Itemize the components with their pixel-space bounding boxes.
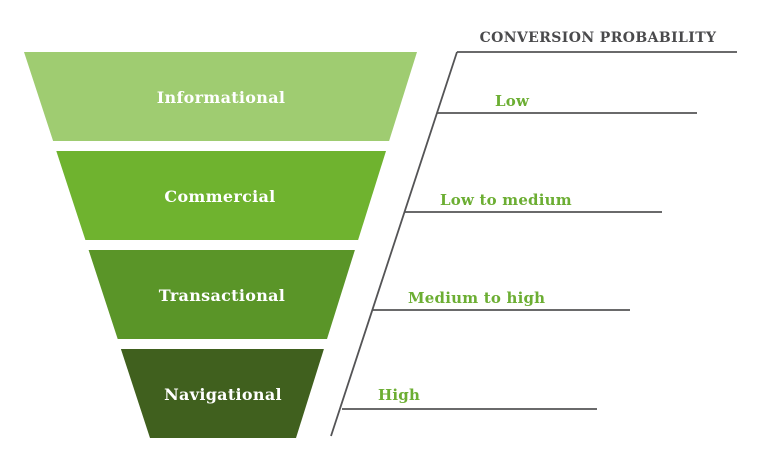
funnel-stage-informational	[24, 52, 417, 141]
probability-label-low-to-medium: Low to medium	[440, 191, 572, 209]
funnel-stages	[24, 52, 417, 438]
funnel-stage-commercial	[56, 151, 387, 240]
bracket-diagonal-line	[330, 51, 458, 437]
funnel-stage-labels: Informational Commercial Transactional N…	[157, 88, 286, 404]
stage-label-informational: Informational	[157, 88, 286, 107]
conversion-probability-title: CONVERSION PROBABILITY	[480, 30, 717, 46]
stage-label-transactional: Transactional	[159, 286, 285, 305]
funnel-stage-navigational	[120, 349, 324, 438]
probability-label-high: High	[378, 386, 420, 404]
probability-label-low: Low	[495, 92, 530, 110]
stage-label-commercial: Commercial	[164, 187, 275, 206]
probability-label-medium-to-high: Medium to high	[408, 289, 545, 307]
probability-labels: Low Low to medium Medium to high High	[378, 92, 572, 404]
stage-label-navigational: Navigational	[164, 385, 282, 404]
funnel-stage-transactional	[88, 250, 355, 339]
annotation-bracket	[330, 51, 737, 437]
